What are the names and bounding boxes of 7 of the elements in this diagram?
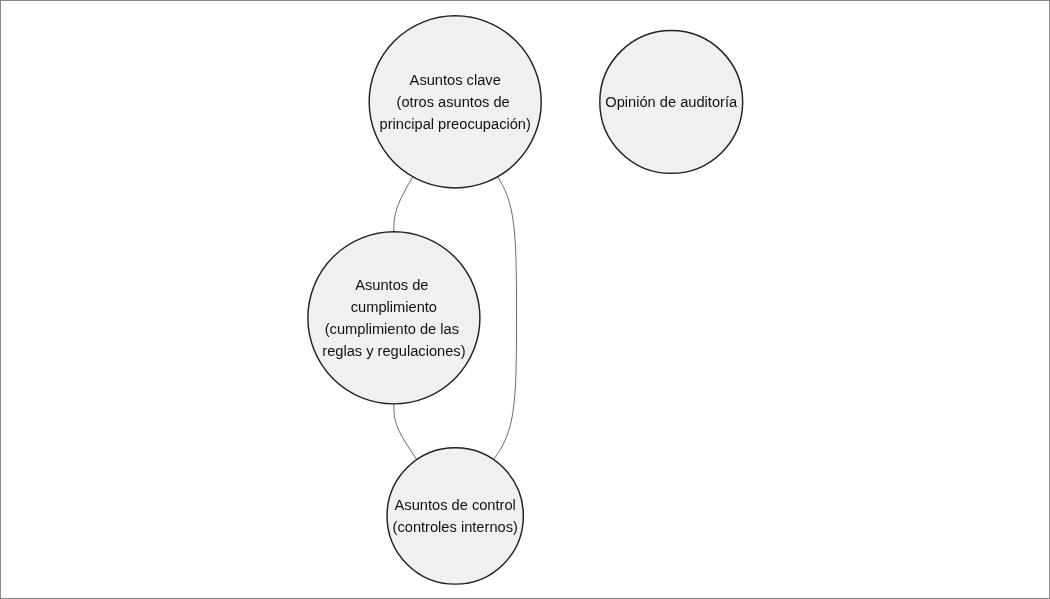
- connector: [393, 403, 417, 460]
- node-circle: Asuntos clave (otros asuntos de principal preocupación): [368, 14, 542, 189]
- node-circle: Opinión de auditoría: [598, 29, 744, 174]
- connector: [492, 175, 517, 460]
- connector: [393, 175, 413, 232]
- node-circle: Asuntos de cumplimiento (cumplimiento de las reglas y regulaciones): [306, 230, 481, 405]
- node-circle: Asuntos de control (controles internos): [386, 446, 524, 585]
